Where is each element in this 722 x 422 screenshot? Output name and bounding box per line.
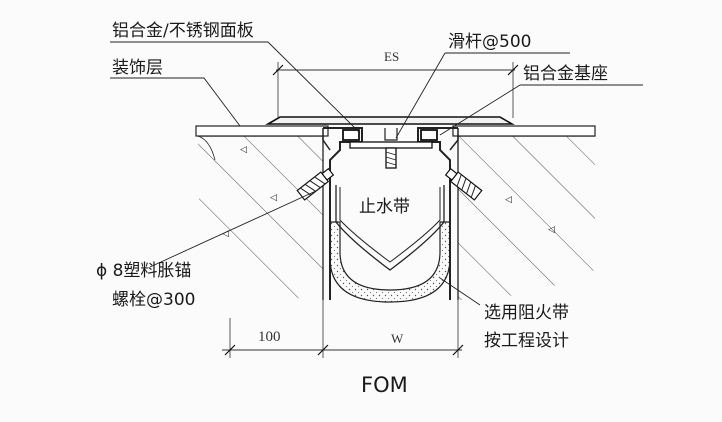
svg-text:◁: ◁ — [240, 145, 247, 155]
right-anchor-bolt — [444, 167, 483, 201]
label-sliding-rod: 滑杆@500 — [448, 32, 531, 52]
width-dimension-label: W — [391, 331, 404, 346]
label-anchor-line2: 螺栓@300 — [112, 290, 195, 310]
finish-layer — [195, 125, 596, 137]
offset-dimension-label: 100 — [258, 329, 281, 345]
left-anchor-bolt — [296, 167, 335, 201]
waterstop-band — [335, 185, 445, 271]
label-base: 铝合金基座 — [523, 64, 608, 84]
right-concrete-slab: ◁ ◁ — [457, 135, 595, 300]
sliding-rod — [349, 128, 433, 169]
svg-text:◁: ◁ — [505, 195, 512, 205]
cover-plate — [265, 116, 515, 125]
es-dimension-label: ES — [384, 49, 399, 64]
label-fire-barrier-line1: 选用阻火带 — [484, 303, 569, 323]
svg-text:◁: ◁ — [548, 225, 555, 235]
svg-text:◁: ◁ — [270, 193, 277, 203]
left-base-profile — [322, 127, 363, 300]
right-base-profile — [417, 127, 459, 300]
label-fire-barrier-line2: 按工程设计 — [484, 331, 569, 351]
label-anchor-line1: ϕ 8塑料胀锚 — [96, 261, 191, 281]
es-dimension-line — [272, 62, 519, 118]
label-panel: 铝合金/不锈钢面板 — [112, 21, 254, 41]
label-finish-layer: 装饰层 — [112, 58, 163, 78]
fire-barrier — [329, 221, 451, 303]
bottom-dimension-line — [222, 300, 464, 358]
svg-text:◁: ◁ — [222, 229, 229, 239]
figure-caption: FOM — [361, 373, 408, 397]
left-concrete-slab: ◁ ◁ ◁ — [197, 135, 324, 300]
leader-lines — [110, 41, 643, 306]
label-waterstop: 止水带 — [359, 197, 410, 217]
